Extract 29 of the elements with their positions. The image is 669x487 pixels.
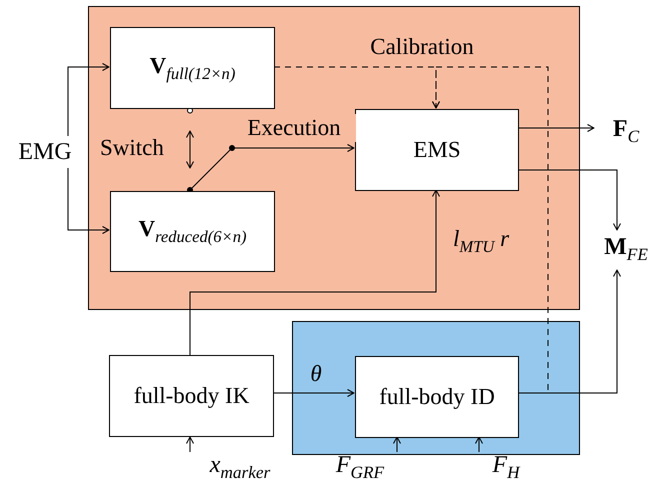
- box-text: full-body ID: [379, 384, 495, 410]
- box-text: V$_{full(12×n)}$: [150, 52, 236, 84]
- process-box: [109, 355, 274, 437]
- process-box: [110, 191, 275, 272]
- arrow: [68, 63, 110, 136]
- arrow: [518, 124, 594, 132]
- switch-label: Switch: [99, 135, 165, 161]
- process-box: [355, 109, 519, 191]
- arrow: [186, 436, 194, 452]
- panel-background: [292, 321, 580, 455]
- arrow: [68, 168, 110, 234]
- arrow: [190, 144, 354, 190]
- signal-label: x$_{marker}$: [210, 452, 270, 484]
- panel-background: [88, 6, 580, 310]
- arrow: [274, 389, 354, 397]
- arrow: [518, 170, 621, 230]
- box-text: EMS: [413, 137, 461, 163]
- arrow: [475, 436, 483, 452]
- signal-label: F$_{C}$: [612, 116, 640, 148]
- process-box: [355, 356, 519, 438]
- arrow: [393, 436, 401, 452]
- box-text: V$_{reduced(6×n)}$: [138, 216, 247, 247]
- signal-label: F$_{H}$: [492, 452, 520, 484]
- signal-label: M$_{FE}$: [604, 234, 648, 266]
- arrow: [190, 190, 440, 356]
- box-text: full-body IK: [134, 383, 250, 409]
- signal-label: EMG: [18, 138, 72, 166]
- signal-label: F$_{GRF}$: [336, 452, 384, 484]
- process-box: [110, 27, 275, 109]
